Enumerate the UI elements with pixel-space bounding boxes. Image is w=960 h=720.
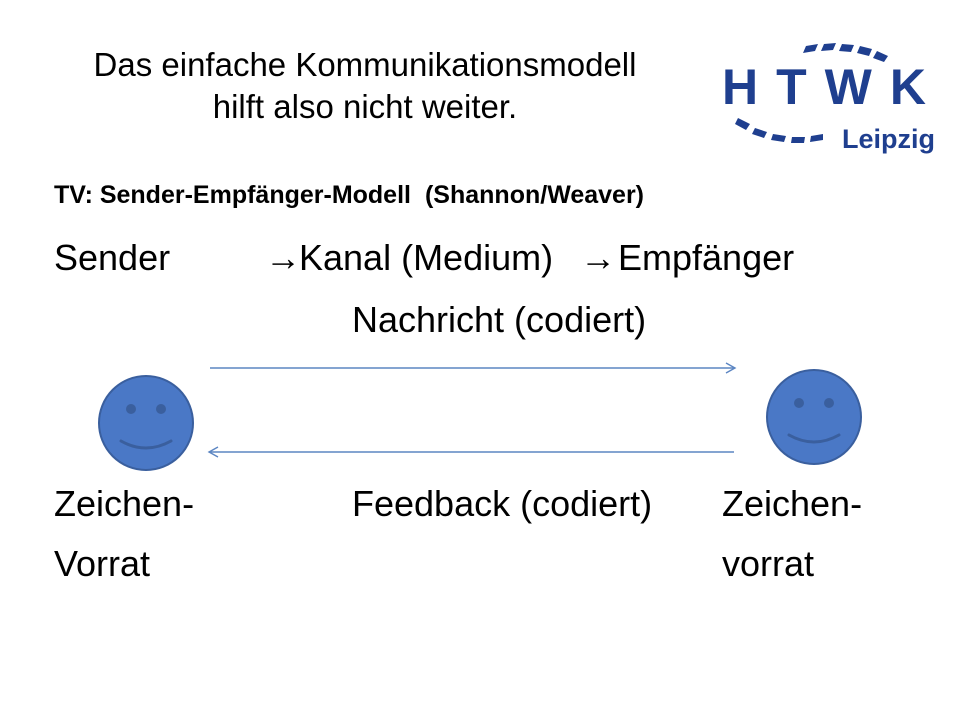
right-repertoire-line-1: Zeichen- xyxy=(722,483,863,524)
receiver-label: Empfänger xyxy=(618,237,795,278)
left-repertoire-line-1: Zeichen- xyxy=(54,483,195,524)
arrow-to-channel: → xyxy=(265,237,301,278)
title-line-1: Das einfache Kommunikationsmodell xyxy=(93,46,637,83)
logo-arcs xyxy=(735,43,888,143)
subtitle-authors: (Shannon/Weaver) xyxy=(424,181,645,209)
sender-smiley-icon xyxy=(98,375,194,471)
arrow-to-receiver: → xyxy=(580,237,616,278)
channel-label: Kanal (Medium) xyxy=(299,237,554,278)
model-subtitle: TV: Sender-Empfänger-Modell (Shannon/Weav… xyxy=(54,181,644,210)
title-line-2: hilft also nicht weiter. xyxy=(212,88,518,125)
logo-city: Leipzig xyxy=(842,124,935,154)
message-label: Nachricht (codiert) xyxy=(352,299,647,340)
subtitle-model-name: TV: Sender-Empfänger-Modell xyxy=(54,181,411,209)
feedback-label: Feedback (codiert) xyxy=(352,483,653,524)
left-repertoire-line-2: Vorrat xyxy=(54,543,151,584)
logo-wordmark: HTWK xyxy=(722,59,944,115)
sender-label: Sender xyxy=(54,237,171,278)
slide-title: Das einfache Kommunikationsmodell hilft … xyxy=(40,44,690,128)
feedback-arrow xyxy=(207,446,734,458)
htwk-logo: HTWK Leipzig xyxy=(722,43,935,154)
receiver-smiley-icon xyxy=(766,369,862,465)
right-repertoire-line-2: vorrat xyxy=(722,543,815,584)
message-arrow xyxy=(210,362,737,374)
